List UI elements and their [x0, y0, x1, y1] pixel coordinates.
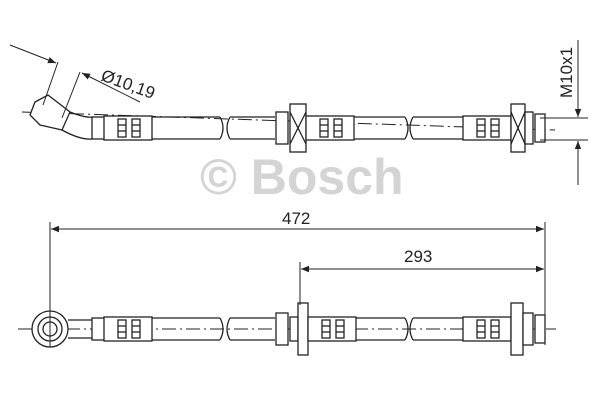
- break-symbol: [219, 116, 231, 140]
- bosch-watermark: © Bosch: [200, 149, 404, 205]
- partial-length-label: 293: [404, 247, 432, 266]
- total-length-label: 472: [282, 209, 310, 228]
- bend: [61, 111, 93, 140]
- diameter-label: Ø10,19: [99, 66, 158, 103]
- thread-label: M10x1: [557, 47, 576, 98]
- top-hose-view: Ø10,19 M10x1: [9, 40, 588, 185]
- bottom-hose-view: 472 293: [18, 209, 556, 356]
